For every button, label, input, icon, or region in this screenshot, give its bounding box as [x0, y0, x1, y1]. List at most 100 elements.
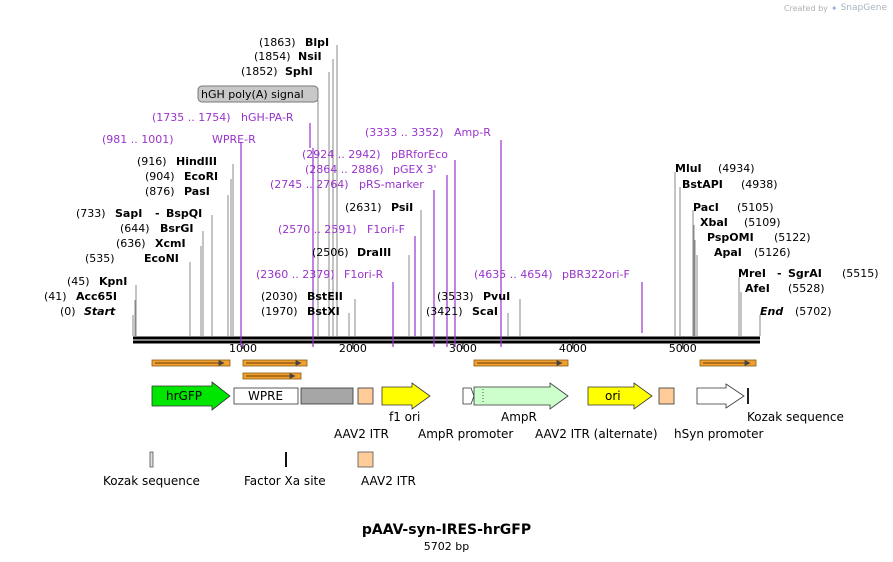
site-xcmi: XcmI: [155, 237, 186, 250]
site-blpi: BlpI: [305, 36, 329, 49]
site-pos-sapi: (733): [76, 207, 106, 220]
site-xbai: XbaI: [700, 216, 728, 229]
primer-range-wpre-r: (981 .. 1001): [102, 133, 174, 146]
snapgene-logo-icon: ✦: [830, 3, 838, 13]
site-pos-bsrgi: (644): [120, 222, 150, 235]
plasmid-title: pAAV-syn-IRES-hrGFP: [361, 522, 532, 538]
site-pos-acc65i: (41): [44, 290, 67, 303]
ampr-feature: [473, 382, 569, 410]
aav2-itr-alt-feature: [658, 387, 675, 405]
legend-factor-xa-swatch: [285, 452, 287, 467]
site-pos-bstxi: (1970): [261, 305, 298, 318]
site-psp0mi: PspOMI: [707, 231, 754, 244]
legend-aav2-itr-swatch: [357, 451, 374, 468]
primer-f1ori-f: F1ori-F: [367, 223, 405, 236]
site-pos-end: (5702): [795, 305, 832, 318]
aav2-itr-label: AAV2 ITR: [334, 427, 389, 441]
svg-text:-: -: [777, 267, 782, 280]
primer-amp-r: Amp-R: [454, 126, 491, 139]
site-pos-blpi: (1863): [259, 36, 296, 49]
site-pos-bsteii: (2030): [261, 290, 298, 303]
watermark-created-by: Created by: [783, 3, 828, 13]
site-econi: EcoNI: [144, 252, 179, 265]
primer-range-prs-marker: (2745 .. 2764): [270, 178, 349, 191]
ruler-label: 1000: [229, 342, 257, 355]
site-pos-hindiii: (916): [137, 155, 167, 168]
site-ecori: EcoRI: [184, 170, 218, 183]
site-kpni: KpnI: [99, 275, 127, 288]
polya-signal-box: [197, 85, 319, 103]
site-pos-xbai: (5109): [744, 216, 781, 229]
primer-range-amp-r: (3333 .. 3352): [365, 126, 444, 139]
site-draiii: DraIII: [357, 246, 391, 259]
site-mlui: MluI: [675, 162, 702, 175]
site-pos-draiii: (2506): [312, 246, 349, 259]
site-sphi: SphI: [285, 65, 313, 78]
site-bstxi: BstXI: [307, 305, 340, 318]
site-apai: ApaI: [714, 246, 742, 259]
ruler-label: 5000: [669, 342, 697, 355]
site-hindiii: HindIII: [176, 155, 217, 168]
hrgfp-label: hrGFP: [166, 389, 202, 403]
hsyn-promoter-label: hSyn promoter: [674, 427, 763, 441]
primer-hgh-pa-r: hGH-PA-R: [241, 111, 294, 124]
site-pvui: PvuI: [483, 290, 510, 303]
primer-range-pgex3: (2864 .. 2886): [305, 163, 384, 176]
site-bstapi: BstAPI: [682, 178, 723, 191]
wpre-feature: [233, 387, 299, 405]
kozak-right-label: Kozak sequence: [747, 410, 844, 424]
site-pos-mlui: (4934): [718, 162, 755, 175]
aav2-itr-alt-label: AAV2 ITR (alternate): [535, 427, 658, 441]
plasmid-length: 5702 bp: [423, 540, 470, 553]
site-psii: PsiI: [391, 201, 413, 214]
f1-ori-feature: [381, 382, 431, 410]
primer-range-pbr322ori-f: (4635 .. 4654): [474, 268, 553, 281]
site-pos-sphi: (1852): [241, 65, 278, 78]
primer-range-f1ori-f: (2570 .. 2591): [278, 223, 357, 236]
ampr-promoter-label: AmpR promoter: [418, 427, 513, 441]
site-bsteii: BstEII: [307, 290, 343, 303]
legend-kozak-label: Kozak sequence: [103, 474, 200, 488]
site-pos-ecori: (904): [145, 170, 175, 183]
site-pos-psp0mi: (5122): [774, 231, 811, 244]
site-pos-scai: (3421): [426, 305, 463, 318]
ampr-label: AmpR: [501, 410, 537, 424]
f1-ori-label: f1 ori: [389, 410, 420, 424]
site-pos-pasi: (876): [145, 185, 175, 198]
site-nsii: NsiI: [298, 50, 322, 63]
site-pos-pvui: (3533): [437, 290, 474, 303]
site-paci: PacI: [693, 201, 719, 214]
kozak-feature-right: [747, 388, 749, 404]
ruler-label: 4000: [559, 342, 587, 355]
primer-wpre-r: WPRE-R: [212, 133, 256, 146]
site-sapi: SapI: [115, 207, 142, 220]
polya-signal-label: hGH poly(A) signal: [201, 88, 304, 101]
site-pos-psii: (2631): [345, 201, 382, 214]
ori-label: ori: [605, 389, 621, 403]
site-pos-sgrai: (5515): [842, 267, 879, 280]
site-pos-paci: (5105): [737, 201, 774, 214]
site-pos-xcmi: (636): [116, 237, 146, 250]
orf-arrows: [151, 359, 757, 380]
grey-region-feature: [300, 387, 354, 405]
site-start: Start: [84, 305, 116, 318]
site-pos-nsii: (1854): [254, 50, 291, 63]
primer-range-pbrforeco: (2924 .. 2942): [302, 148, 381, 161]
primer-range-f1ori-r: (2360 .. 2379): [256, 268, 335, 281]
site-end: End: [760, 305, 783, 318]
site-afei: AfeI: [745, 282, 770, 295]
site-sgrai: SgrAI: [788, 267, 822, 280]
ampr-promoter-feature: [462, 387, 475, 405]
site-bsrgi: BsrGI: [160, 222, 193, 235]
primer-range-hgh-pa-r: (1735 .. 1754): [152, 111, 231, 124]
site-pos-afei: (5528): [788, 282, 825, 295]
aav2-itr-feature: [357, 387, 374, 405]
primer-pbr322ori-f: pBR322ori-F: [562, 268, 630, 281]
ruler-label: 3000: [449, 342, 477, 355]
wpre-label: WPRE: [248, 389, 283, 403]
primer-prs-marker: pRS-marker: [359, 178, 424, 191]
site-pos-start: (0): [60, 305, 76, 318]
svg-text:-: -: [155, 207, 160, 220]
site-pos-apai: (5126): [754, 246, 791, 259]
